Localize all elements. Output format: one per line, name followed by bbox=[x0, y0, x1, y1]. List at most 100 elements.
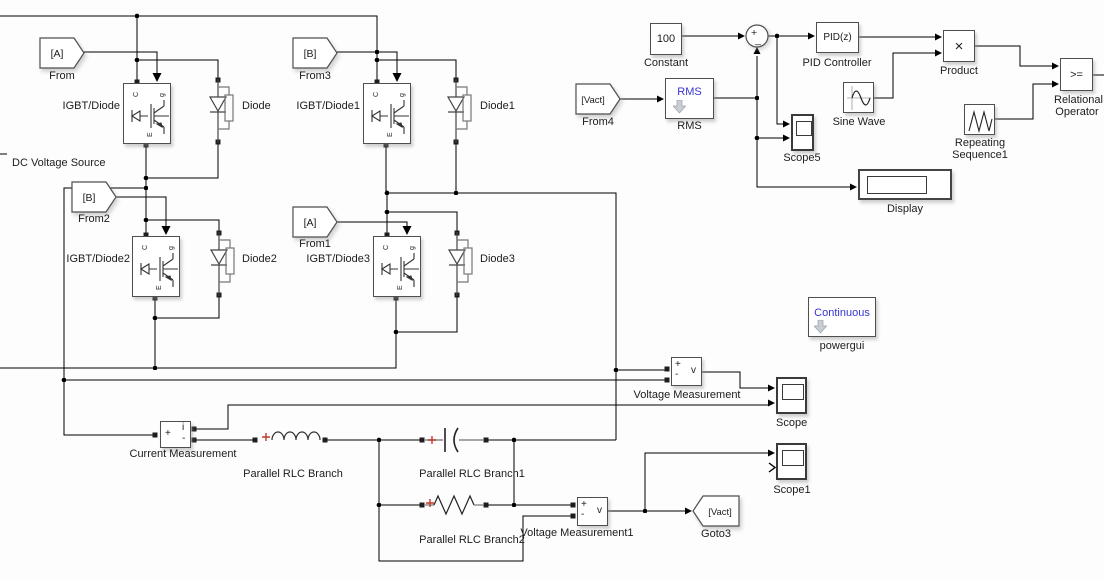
powergui-block-text: Continuous bbox=[814, 307, 870, 319]
rms-label: RMS bbox=[677, 120, 702, 132]
block-scope5[interactable] bbox=[791, 114, 814, 151]
from1-tag-text: [A] bbox=[304, 217, 317, 229]
from2-tag-text: [B] bbox=[83, 192, 96, 204]
diode3-label: Diode3 bbox=[480, 253, 515, 265]
block-igbt-diode1[interactable]: C g E bbox=[363, 83, 411, 144]
gate-port-letter: g bbox=[409, 246, 416, 250]
gate-port-letter: g bbox=[168, 246, 175, 250]
signal-wires bbox=[0, 15, 1104, 562]
scope5-label: Scope5 bbox=[783, 152, 821, 164]
block-powergui[interactable]: Continuous bbox=[808, 297, 876, 337]
display-readout bbox=[867, 176, 927, 194]
parallel-rlc-branch-label: Parallel RLC Branch bbox=[243, 468, 343, 480]
diode1-label: Diode1 bbox=[480, 100, 515, 112]
goto3-tag[interactable]: [Vact] bbox=[692, 495, 740, 527]
block-repeating-sequence1[interactable] bbox=[964, 104, 995, 135]
igbt-diode2-label: IGBT/Diode2 bbox=[66, 253, 130, 265]
block-voltage-measurement[interactable]: + - v bbox=[671, 357, 702, 386]
block-igbt-diode[interactable]: C g E bbox=[123, 83, 171, 144]
igbt-diode3-label: IGBT/Diode3 bbox=[306, 253, 370, 265]
igbt-symbol-icon: C g E bbox=[370, 92, 409, 137]
block-diode[interactable] bbox=[201, 79, 235, 143]
arrowheads bbox=[152, 32, 1059, 515]
relational-operator-label-line2: Operator bbox=[1055, 106, 1099, 118]
from4-tag[interactable]: [Vact] bbox=[575, 83, 621, 115]
block-display[interactable] bbox=[858, 169, 952, 200]
sum-plus-sign: + bbox=[751, 27, 757, 39]
from-tag-a[interactable]: [A] bbox=[39, 37, 85, 69]
from1-tag[interactable]: [A] bbox=[292, 206, 338, 238]
sample-time-arrow-icon bbox=[814, 320, 827, 334]
goto3-label: Goto3 bbox=[701, 528, 731, 540]
sum-minus-sign: _ bbox=[754, 34, 761, 46]
inductor-icon bbox=[271, 431, 321, 441]
diode-label: Diode bbox=[242, 100, 271, 112]
cm-minus-port-label: - bbox=[182, 433, 186, 444]
vm-v-output-label: v bbox=[691, 365, 696, 376]
repeating-sequence1-label-line1: Repeating bbox=[954, 137, 1006, 149]
vm-plus-port-label: + bbox=[675, 359, 681, 370]
display-label: Display bbox=[886, 203, 924, 215]
block-voltage-measurement1[interactable]: + - v bbox=[577, 497, 608, 526]
block-constant[interactable]: 100 bbox=[650, 23, 682, 55]
scope5-screen bbox=[796, 121, 812, 136]
block-igbt-diode3[interactable]: C g E bbox=[373, 236, 421, 297]
block-sine-wave[interactable] bbox=[843, 82, 874, 113]
block-igbt-diode2[interactable]: C g E bbox=[132, 236, 180, 297]
current-measurement-label: Current Measurement bbox=[129, 448, 237, 460]
from-label: From bbox=[49, 70, 75, 82]
pid-controller-label: PID Controller bbox=[802, 57, 872, 69]
from2-tag[interactable]: [B] bbox=[71, 181, 117, 213]
collector-port-letter: C bbox=[142, 245, 149, 250]
capacitor-icon bbox=[424, 427, 484, 453]
constant-label: Constant bbox=[643, 57, 689, 69]
relational-operator-label-line1: Relational bbox=[1054, 94, 1103, 106]
cm-i-output-label: i bbox=[182, 422, 185, 433]
collector-port-letter: C bbox=[133, 92, 140, 97]
block-relational-operator[interactable]: >= bbox=[1060, 58, 1093, 91]
voltage-measurement-label: Voltage Measurement bbox=[633, 389, 741, 401]
vm1-minus-port-label: - bbox=[581, 509, 585, 520]
collector-port-letter: C bbox=[373, 92, 380, 97]
sine-wave-icon bbox=[847, 86, 871, 110]
rlc-polarity-marks bbox=[262, 433, 436, 507]
vm1-plus-port-label: + bbox=[581, 499, 587, 510]
block-scope[interactable] bbox=[776, 377, 807, 414]
emitter-port-letter: E bbox=[387, 132, 394, 137]
block-rms[interactable]: RMS bbox=[665, 78, 714, 119]
block-pid-controller[interactable]: PID(z) bbox=[816, 22, 859, 53]
from2-label: From2 bbox=[78, 213, 110, 225]
parallel-rlc-branch2-label: Parallel RLC Branch2 bbox=[419, 534, 525, 546]
dc-voltage-source-label: DC Voltage Source bbox=[12, 157, 106, 169]
from3-tag[interactable]: [B] bbox=[292, 37, 338, 69]
collector-port-letter: C bbox=[383, 245, 390, 250]
block-current-measurement[interactable]: + i - bbox=[160, 421, 191, 448]
relational-operator-text: >= bbox=[1070, 68, 1083, 81]
block-scope1[interactable] bbox=[776, 443, 807, 480]
cm-plus-port-label: + bbox=[165, 428, 171, 439]
scope1-label: Scope1 bbox=[773, 484, 811, 496]
block-product[interactable]: × bbox=[943, 30, 975, 62]
resistor-icon bbox=[424, 494, 484, 516]
powergui-label: powergui bbox=[819, 340, 865, 352]
igbt-diode-label: IGBT/Diode bbox=[62, 100, 120, 112]
igbt-symbol-icon: C g E bbox=[380, 245, 419, 290]
igbt-diode1-label: IGBT/Diode1 bbox=[296, 100, 360, 112]
scope1-screen bbox=[782, 450, 804, 466]
block-diode2[interactable] bbox=[202, 232, 236, 296]
from-tag-a-text: [A] bbox=[51, 48, 64, 60]
gate-port-letter: g bbox=[159, 93, 166, 97]
repeating-sequence1-label-line2: Sequence1 bbox=[952, 149, 1008, 161]
emitter-port-letter: E bbox=[156, 285, 163, 290]
emitter-port-letter: E bbox=[147, 132, 154, 137]
vm-minus-port-label: - bbox=[675, 369, 679, 380]
block-diode3[interactable] bbox=[440, 232, 474, 296]
block-sum[interactable]: + _ bbox=[744, 23, 772, 51]
block-diode1[interactable] bbox=[439, 79, 473, 143]
from4-tag-text: [Vact] bbox=[581, 95, 605, 106]
from4-label: From4 bbox=[582, 116, 614, 128]
constant-value: 100 bbox=[656, 33, 676, 45]
voltage-measurement1-label: Voltage Measurement1 bbox=[520, 527, 634, 539]
